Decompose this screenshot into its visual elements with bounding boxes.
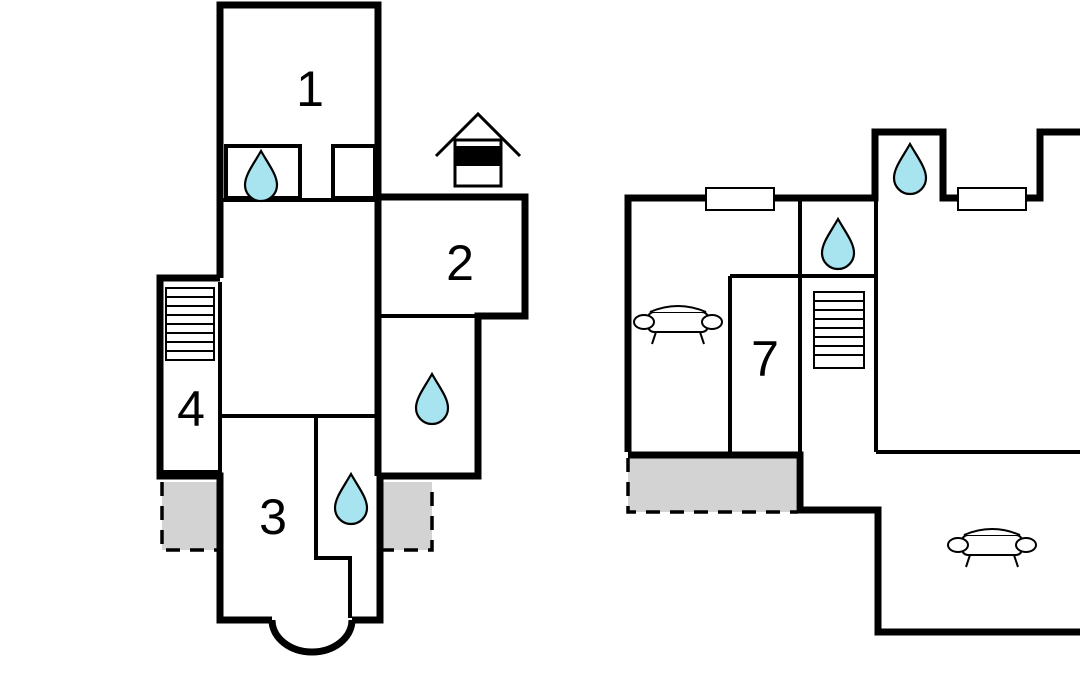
outer-wall (216, 1, 529, 624)
water-drop-icon (414, 372, 450, 426)
right-floor-plan: 7 (624, 128, 1080, 636)
room-label-7: 7 (751, 331, 779, 387)
terrace-right (380, 482, 432, 550)
well-icon (434, 111, 522, 188)
room-label-1: 1 (296, 61, 324, 117)
sofa-icon (947, 528, 1037, 568)
terrace-left (162, 482, 218, 550)
sofa-icon (633, 305, 723, 345)
left-floor-plan: 1 2 3 4 (156, 1, 529, 656)
room-label-2: 2 (446, 235, 474, 291)
water-drop-icon (243, 149, 279, 203)
room-label-4: 4 (177, 381, 205, 437)
stairs-icon (813, 291, 865, 369)
water-drop-icon (892, 142, 928, 196)
room-label-3: 3 (259, 489, 287, 545)
water-drop-icon (333, 472, 369, 526)
stairs-icon (165, 287, 215, 361)
bay-window (268, 619, 356, 656)
terrace-bottom (628, 458, 796, 512)
water-drop-icon (820, 217, 856, 271)
